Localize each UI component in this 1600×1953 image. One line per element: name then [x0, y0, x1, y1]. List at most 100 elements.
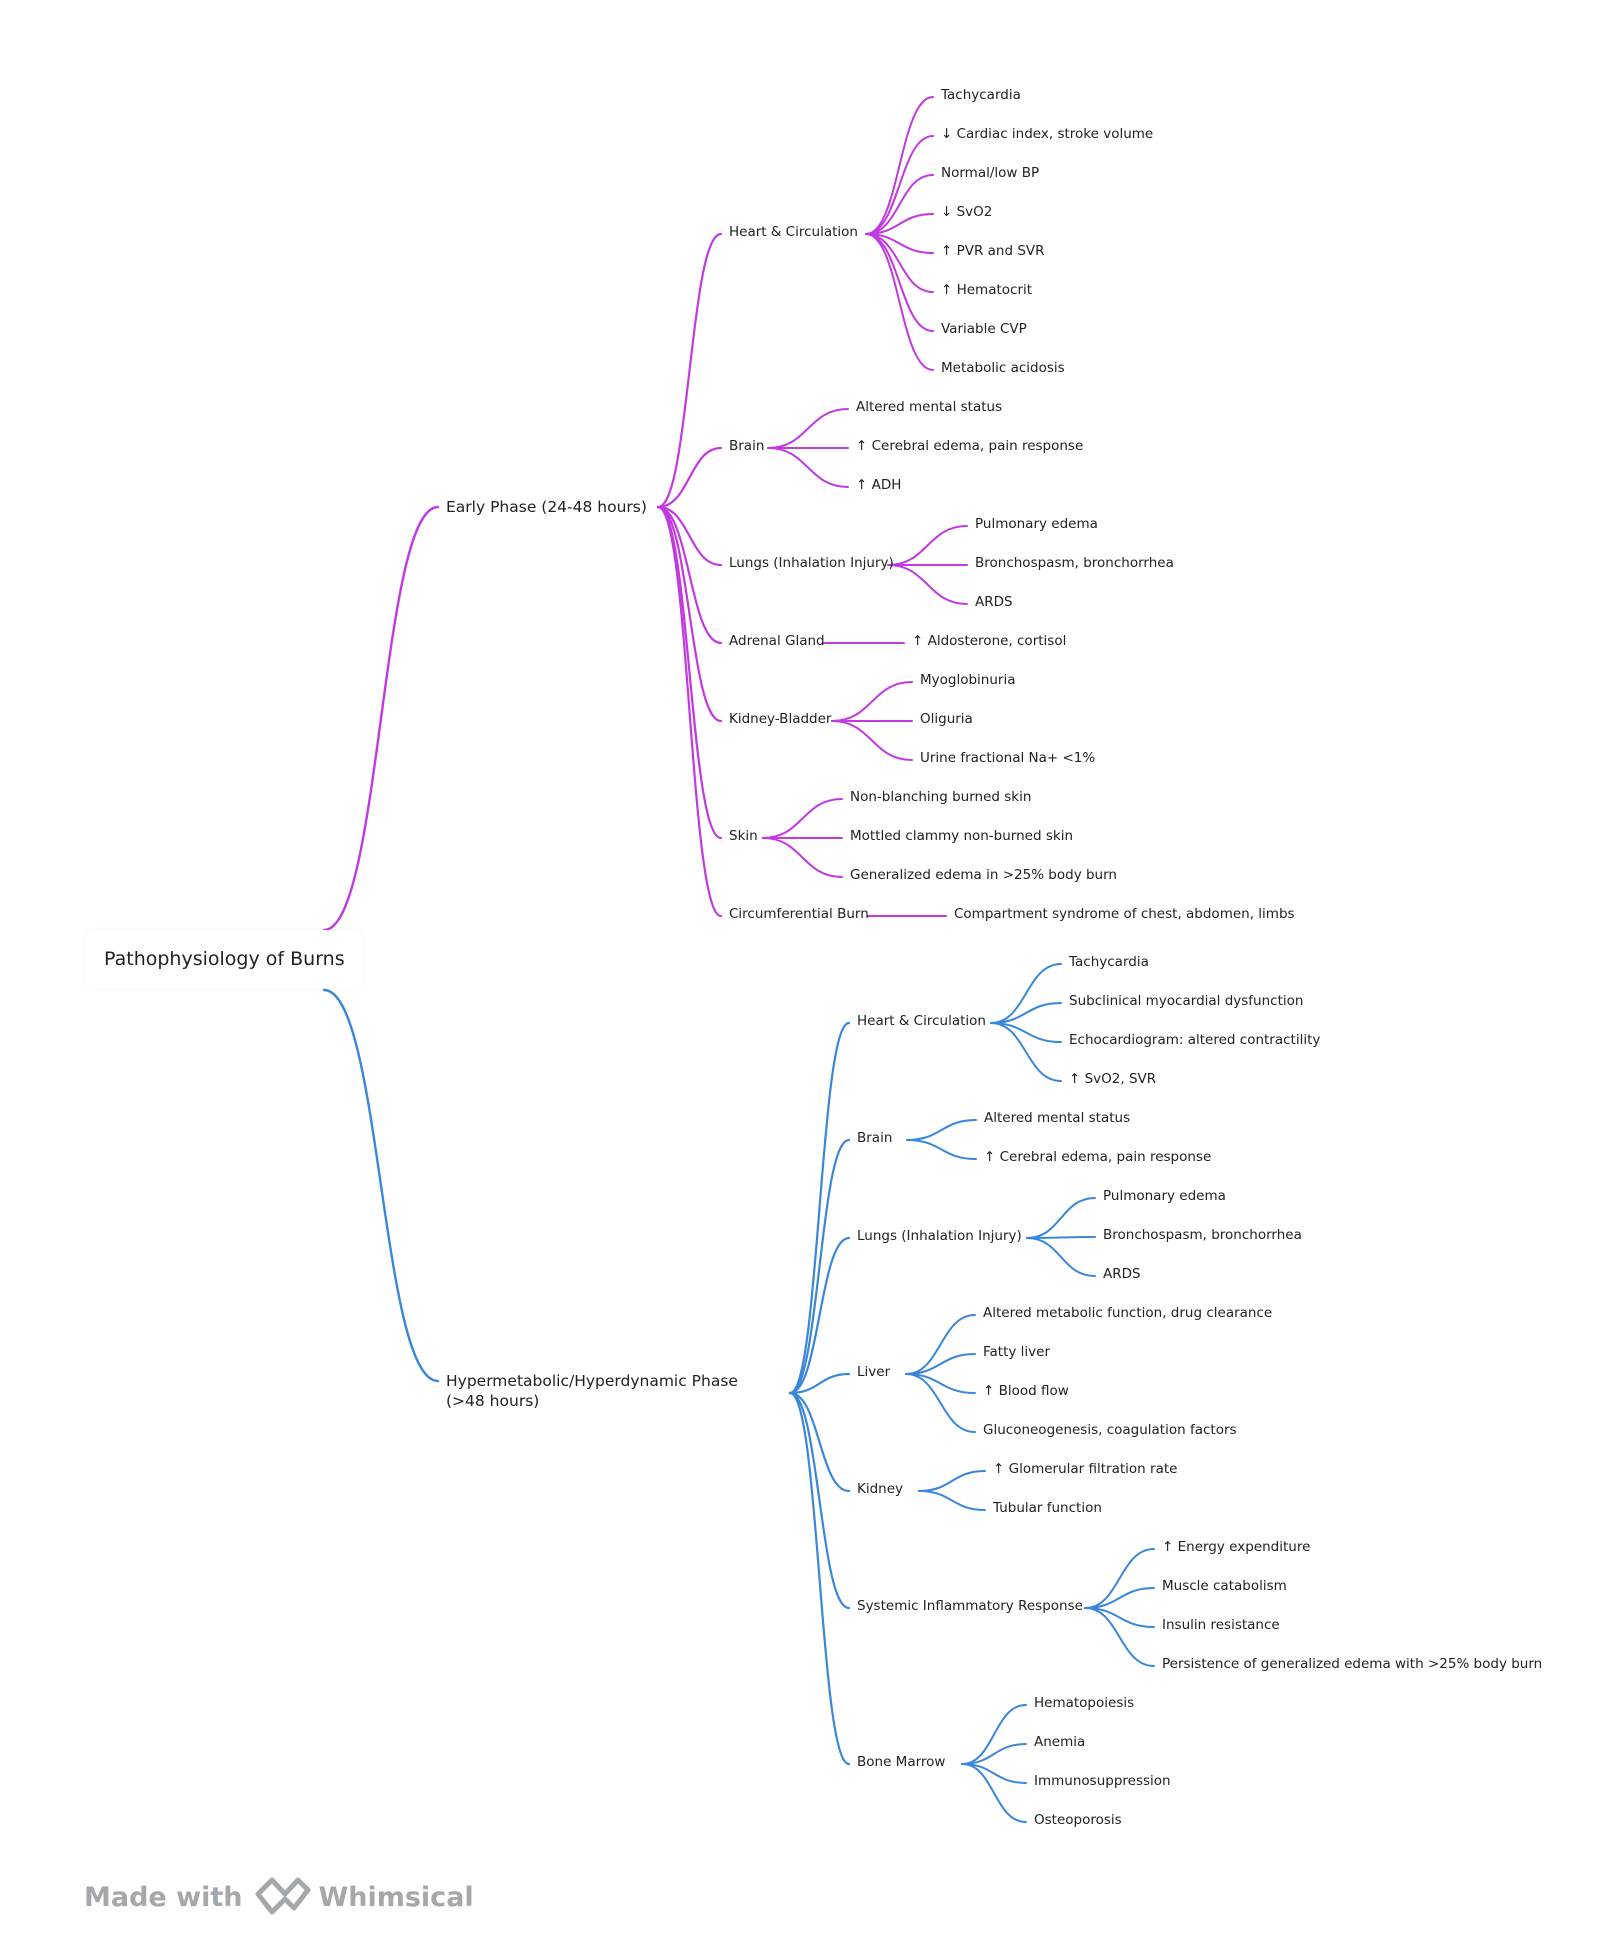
connector-group-item	[767, 408, 849, 449]
branch-node-0[interactable]: Early Phase (24-48 hours)	[446, 498, 647, 516]
leaf-node[interactable]: Generalized edema in >25% body burn	[850, 867, 1117, 883]
connector-group-item	[865, 233, 934, 254]
connector-branch-group	[656, 505, 723, 918]
connector-group-item	[990, 1002, 1062, 1024]
leaf-node[interactable]: Tubular function	[993, 1500, 1102, 1516]
connector-branch-group	[788, 1236, 851, 1395]
leaf-node[interactable]: Anemia	[1034, 1734, 1086, 1750]
connector-group-item	[1026, 1197, 1096, 1239]
group-node[interactable]: Brain	[857, 1130, 893, 1146]
group-node[interactable]: Lungs (Inhalation Injury)	[729, 555, 894, 571]
made-with-whimsical-badge[interactable]: Made with Whimsical	[84, 1872, 474, 1923]
connector-group-item	[990, 963, 1062, 1024]
group-node[interactable]: Systemic Inflammatory Response	[857, 1598, 1083, 1614]
leaf-node[interactable]: ↑ Energy expenditure	[1162, 1539, 1311, 1555]
connector-group-item	[961, 1763, 1027, 1823]
group-node[interactable]: Bone Marrow	[857, 1754, 946, 1770]
leaf-node[interactable]: Metabolic acidosis	[941, 360, 1065, 376]
leaf-node[interactable]: Muscle catabolism	[1162, 1578, 1287, 1594]
branch-node-1[interactable]: Hypermetabolic/Hyperdynamic Phase (>48 h…	[446, 1372, 738, 1411]
group-node[interactable]: Heart & Circulation	[729, 224, 858, 240]
leaf-node[interactable]: Insulin resistance	[1162, 1617, 1280, 1633]
leaf-node[interactable]: Immunosuppression	[1034, 1773, 1171, 1789]
connector-root-branch-1	[322, 988, 440, 1383]
connector-group-item	[1084, 1587, 1155, 1609]
leaf-node[interactable]: Bronchospasm, bronchorrhea	[975, 555, 1174, 571]
connector-group-item	[1026, 1236, 1096, 1239]
connector-group-item	[1026, 1237, 1096, 1277]
leaf-node[interactable]: ↑ PVR and SVR	[941, 243, 1045, 259]
leaf-node[interactable]: ↑ Blood flow	[983, 1383, 1069, 1399]
connector-branch-group	[788, 1391, 851, 1610]
leaf-node[interactable]: Tachycardia	[1069, 954, 1149, 970]
connector-group-item	[865, 174, 934, 235]
connector-group-item	[918, 1470, 986, 1492]
connector-branch-group	[788, 1138, 851, 1395]
whimsical-logo-icon	[254, 1872, 312, 1923]
group-node[interactable]: Adrenal Gland	[729, 633, 825, 649]
connector-group-item	[762, 837, 843, 878]
leaf-node[interactable]: Mottled clammy non-burned skin	[850, 828, 1074, 844]
leaf-node[interactable]: Gluconeogenesis, coagulation factors	[983, 1422, 1237, 1438]
connector-group-item	[905, 1373, 976, 1433]
root-node[interactable]: Pathophysiology of Burns	[86, 930, 362, 988]
leaf-node[interactable]: Variable CVP	[941, 321, 1027, 337]
connector-group-item	[990, 1022, 1062, 1043]
connector-group-item	[887, 525, 968, 566]
connector-group-item	[905, 1314, 976, 1375]
leaf-node[interactable]: Fatty liver	[983, 1344, 1051, 1360]
group-node[interactable]: Lungs (Inhalation Injury)	[857, 1228, 1022, 1244]
leaf-node[interactable]: Compartment syndrome of chest, abdomen, …	[954, 906, 1295, 922]
group-node[interactable]: Kidney-Bladder	[729, 711, 832, 727]
leaf-node[interactable]: Urine fractional Na+ <1%	[920, 750, 1096, 766]
leaf-node[interactable]: Altered mental status	[856, 399, 1003, 415]
group-node[interactable]: Heart & Circulation	[857, 1013, 986, 1029]
leaf-node[interactable]: ↑ Cerebral edema, pain response	[984, 1149, 1212, 1165]
leaf-node[interactable]: ↑ Glomerular filtration rate	[993, 1461, 1178, 1477]
leaf-node[interactable]: Pulmonary edema	[975, 516, 1098, 532]
leaf-node[interactable]: Hematopoiesis	[1034, 1695, 1135, 1711]
connector-group-item	[865, 213, 934, 235]
connector-branch-group	[788, 1372, 851, 1395]
leaf-node[interactable]: Altered metabolic function, drug clearan…	[983, 1305, 1273, 1321]
group-node[interactable]: Circumferential Burn	[729, 906, 869, 922]
leaf-node[interactable]: ↑ Hematocrit	[941, 282, 1033, 298]
leaf-node[interactable]: ARDS	[1103, 1266, 1141, 1282]
group-node[interactable]: Skin	[729, 828, 758, 844]
leaf-node[interactable]: Oliguria	[920, 711, 973, 727]
group-node[interactable]: Kidney	[857, 1481, 904, 1497]
leaf-node[interactable]: Osteoporosis	[1034, 1812, 1122, 1828]
leaf-node[interactable]: Subclinical myocardial dysfunction	[1069, 993, 1304, 1009]
connector-branch-group	[656, 446, 723, 509]
leaf-node[interactable]: Persistence of generalized edema with >2…	[1162, 1656, 1543, 1672]
leaf-node[interactable]: Altered mental status	[984, 1110, 1131, 1126]
connector-group-item	[865, 233, 934, 332]
leaf-node[interactable]: ↑ ADH	[856, 477, 902, 493]
connector-group-item	[1084, 1548, 1155, 1609]
connector-group-item	[905, 1353, 976, 1375]
connector-group-item	[961, 1704, 1027, 1765]
leaf-node[interactable]: Pulmonary edema	[1103, 1188, 1226, 1204]
connector-branch-group	[788, 1391, 851, 1493]
leaf-node[interactable]: Normal/low BP	[941, 165, 1040, 181]
leaf-node[interactable]: ↓ Cardiac index, stroke volume	[941, 126, 1154, 142]
connector-branch-group	[788, 1021, 851, 1395]
leaf-node[interactable]: Tachycardia	[941, 87, 1021, 103]
connector-group-item	[918, 1490, 986, 1511]
leaf-node[interactable]: Bronchospasm, bronchorrhea	[1103, 1227, 1302, 1243]
leaf-node[interactable]: ↓ SvO2	[941, 204, 993, 220]
connector-group-item	[1084, 1607, 1155, 1667]
leaf-node[interactable]: Non-blanching burned skin	[850, 789, 1032, 805]
leaf-node[interactable]: ↑ Aldosterone, cortisol	[912, 633, 1067, 649]
leaf-node[interactable]: Echocardiogram: altered contractility	[1069, 1032, 1321, 1048]
leaf-node[interactable]: ↑ SvO2, SVR	[1069, 1071, 1157, 1087]
connector-group-item	[887, 564, 968, 605]
group-node[interactable]: Liver	[857, 1364, 891, 1380]
connector-root-branch-0	[322, 505, 440, 932]
made-with-text: Made with	[84, 1882, 243, 1913]
leaf-node[interactable]: Myoglobinuria	[920, 672, 1016, 688]
group-node[interactable]: Brain	[729, 438, 765, 454]
leaf-node[interactable]: ↑ Cerebral edema, pain response	[856, 438, 1084, 454]
leaf-node[interactable]: ARDS	[975, 594, 1013, 610]
